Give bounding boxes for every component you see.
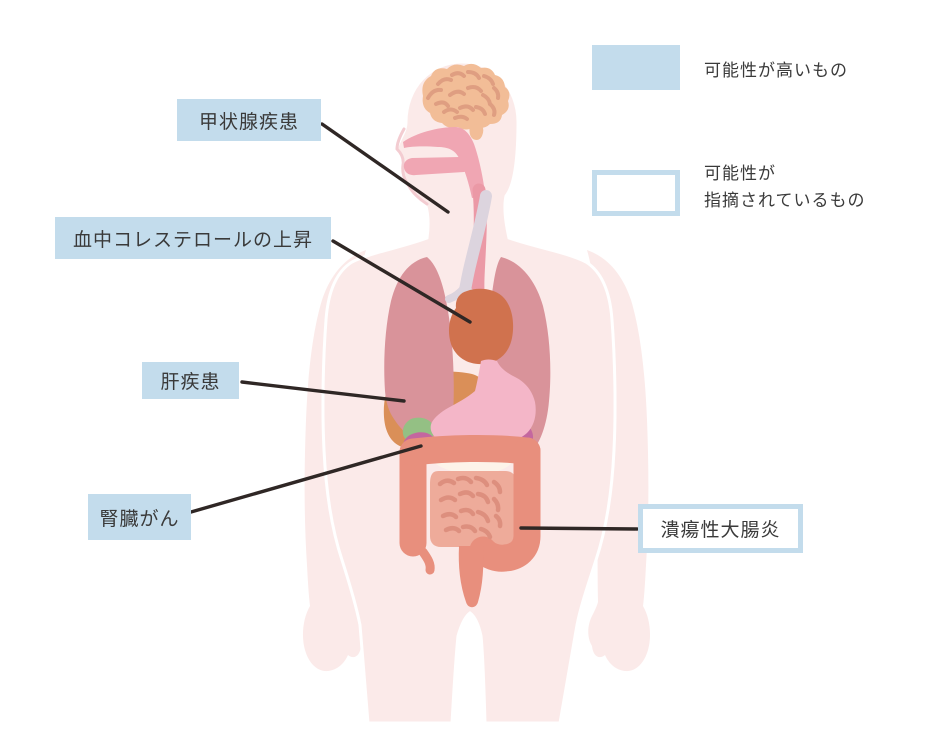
small-intestine-lines — [437, 475, 503, 540]
heart-shape — [448, 288, 514, 365]
label-kidney-cancer: 腎臓がん — [88, 494, 191, 540]
legend-swatch-high-possibility — [592, 45, 680, 90]
leader-lines — [189, 122, 639, 531]
legend-swatch-suspected-possibility — [592, 170, 680, 216]
appendix-shape — [418, 547, 435, 575]
left-lung-shape — [384, 257, 454, 452]
label-ulcerative-colitis: 潰瘍性大腸炎 — [638, 504, 803, 553]
colon-shape — [399, 434, 541, 572]
legend-label-high-possibility: 可能性が高いもの — [704, 61, 848, 80]
label-blood-cholesterol-rise: 血中コレステロールの上昇 — [55, 217, 331, 259]
liver-leader-line — [240, 380, 406, 403]
legend-suspected-line2: 指摘されているもの — [704, 191, 866, 210]
label-thyroid-disease: 甲状腺疾患 — [177, 99, 321, 141]
face-profile-line — [395, 127, 429, 206]
tongue-shape — [403, 156, 471, 176]
legend-suspected-line1: 可能性が — [704, 164, 776, 183]
colitis-leader-line — [519, 526, 639, 531]
legend-label-suspected-possibility: 可能性が 指摘されているもの — [704, 160, 866, 214]
kidney-leader-line — [189, 444, 423, 514]
cholesterol-leader-line — [331, 239, 472, 324]
rectum-shape — [458, 546, 484, 608]
brainstem-shape — [469, 124, 484, 140]
stomach-shape — [430, 359, 536, 448]
thyroid-leader-line — [320, 122, 450, 214]
label-liver-disease: 肝疾患 — [142, 362, 239, 399]
nasal-pharynx-shape — [403, 127, 485, 198]
brain-gyri-lines — [426, 70, 501, 121]
